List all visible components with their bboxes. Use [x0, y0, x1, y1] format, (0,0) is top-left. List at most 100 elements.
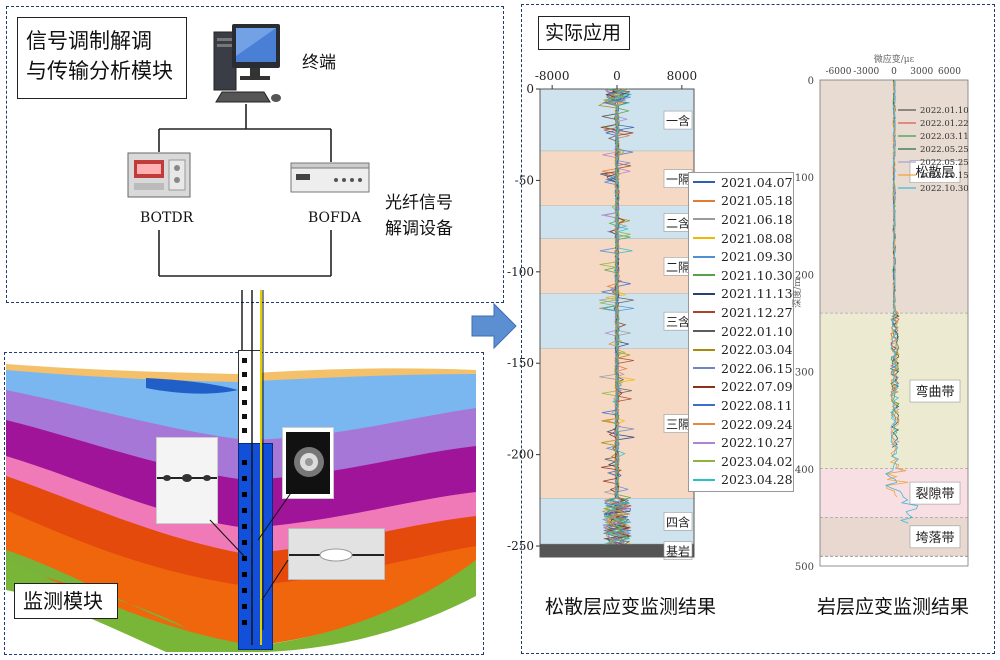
- zone-label: 松散层: [915, 166, 954, 181]
- monitor-module-title-box: 监测模块: [14, 583, 118, 619]
- y-tick-label: 400: [795, 465, 814, 476]
- legend-label: 2021.11.13: [721, 286, 793, 302]
- layer-label: 三隔: [666, 418, 690, 432]
- rock-strain-series-6: [884, 80, 919, 524]
- legend-item: 2022.09.24: [689, 415, 793, 434]
- legend-item: 2021.12.27: [689, 303, 793, 322]
- legend-swatch: [693, 367, 715, 370]
- legend-label: 2023.04.28: [721, 472, 793, 488]
- legend-item: 2023.04.28: [689, 471, 793, 490]
- x-tick-label: 3000: [910, 67, 933, 77]
- layer-label-box: [663, 512, 693, 531]
- y-tick-label: 200: [795, 270, 814, 281]
- legend-item: 2021.10.30: [689, 266, 793, 285]
- rock-chart-caption: 岩层应变监测结果: [817, 596, 970, 618]
- legend-label: 2022.06.15: [721, 360, 793, 376]
- legend-swatch: [693, 460, 715, 463]
- connection-lines: [158, 104, 332, 277]
- legend-label: 2022.01.10: [920, 106, 969, 116]
- device-label-line2: 解调设备: [385, 219, 453, 239]
- y-tick-label: 0: [526, 82, 534, 96]
- legend-item: 2022.10.27: [689, 433, 793, 452]
- zone-label: 垮落带: [915, 531, 954, 546]
- y-tick-label: 300: [795, 368, 814, 379]
- legend-label: 2021.09.30: [721, 249, 793, 265]
- zone-label-box: [909, 525, 961, 549]
- x-tick-label: 0: [891, 67, 897, 77]
- legend-item: 2022.07.09: [689, 378, 793, 397]
- y-tick-label: 0: [808, 76, 814, 87]
- layer-label: 基岩: [666, 544, 690, 559]
- zone-label: 弯曲带: [915, 384, 954, 400]
- y-tick-label: 100: [795, 173, 814, 184]
- x-axis-label: 微应变/με: [874, 53, 915, 65]
- signal-module-title-line2: 与传输分析模块: [26, 59, 173, 83]
- legend-label: 2021.10.30: [721, 267, 793, 283]
- signal-module-title-line1: 信号调制解调: [26, 29, 152, 53]
- y-tick-label: -200: [507, 448, 534, 462]
- legend-label: 2022.03.11: [920, 132, 969, 142]
- legend-swatch: [693, 385, 715, 388]
- sensor-photo-cable: [156, 437, 218, 524]
- y-tick-label: -150: [507, 356, 534, 370]
- zone-label-box: [909, 379, 961, 403]
- botdr-device-icon: [127, 152, 191, 198]
- x-tick-label: 8000: [667, 69, 698, 83]
- layer-label: 四含: [666, 514, 690, 529]
- legend-item: 2022.08.11: [689, 396, 793, 415]
- legend-swatch: [693, 237, 715, 240]
- legend-label: 2022.10.15: [920, 171, 969, 181]
- legend-label: 2022.05.25: [920, 158, 969, 168]
- legend-item: 2021.04.07: [689, 173, 793, 192]
- borehole-sensors: [241, 290, 264, 645]
- legend-item: 2021.11.13: [689, 285, 793, 304]
- x-tick-label: -8000: [535, 69, 570, 83]
- legend-swatch: [693, 441, 715, 444]
- legend-swatch: [693, 478, 715, 481]
- y-tick-label: -50: [515, 173, 534, 187]
- flow-arrow-icon: [471, 302, 517, 350]
- legend-swatch: [693, 404, 715, 407]
- legend-swatch: [693, 330, 715, 333]
- legend-swatch: [693, 292, 715, 295]
- legend-swatch: [693, 199, 715, 202]
- bofda-device-icon: [290, 162, 370, 193]
- y-tick-label: 500: [795, 562, 814, 573]
- legend-swatch: [693, 181, 715, 184]
- layer-label: 三含: [666, 314, 690, 329]
- x-tick-label: -3000: [853, 67, 879, 77]
- legend-label: 2022.01.22: [920, 119, 969, 129]
- legend-label: 2023.04.02: [721, 453, 793, 469]
- sensor-photo-cross-section: [282, 427, 334, 499]
- bofda-label: BOFDA: [308, 210, 362, 226]
- layer-band-7: [540, 544, 694, 557]
- legend-label: 2022.10.30: [920, 184, 969, 194]
- legend-item: 2021.05.18: [689, 192, 793, 211]
- terminal-label: 终端: [302, 53, 336, 73]
- zone-label-box: [909, 160, 961, 183]
- y-tick-label: -250: [507, 539, 534, 553]
- loose-layer-chart-caption: 松散层应变监测结果: [545, 596, 717, 618]
- strain-series-2023.04.02: [599, 88, 631, 545]
- layer-label: 一含: [666, 113, 690, 128]
- strain-series-2023.04.28: [602, 88, 633, 545]
- x-tick-label: 6000: [938, 67, 961, 77]
- legend-swatch: [693, 311, 715, 314]
- legend-swatch: [693, 348, 715, 351]
- computer-terminal-icon: [213, 24, 281, 103]
- legend-label: 2022.10.27: [721, 435, 793, 451]
- device-label-line1: 光纤信号: [385, 193, 453, 213]
- legend-label: 2021.06.18: [721, 211, 793, 227]
- layer-label: 一隔: [666, 173, 690, 187]
- botdr-label: BOTDR: [140, 210, 194, 226]
- legend-item: 2021.08.08: [689, 229, 793, 248]
- application-title: 实际应用: [545, 22, 622, 44]
- legend-label: 2021.12.27: [721, 304, 793, 320]
- zone-label: 裂隙带: [915, 487, 954, 502]
- application-panel: [521, 4, 995, 654]
- legend-swatch: [693, 218, 715, 221]
- legend-label: 2022.05.25: [920, 145, 969, 155]
- legend-label: 2022.03.04: [721, 342, 793, 358]
